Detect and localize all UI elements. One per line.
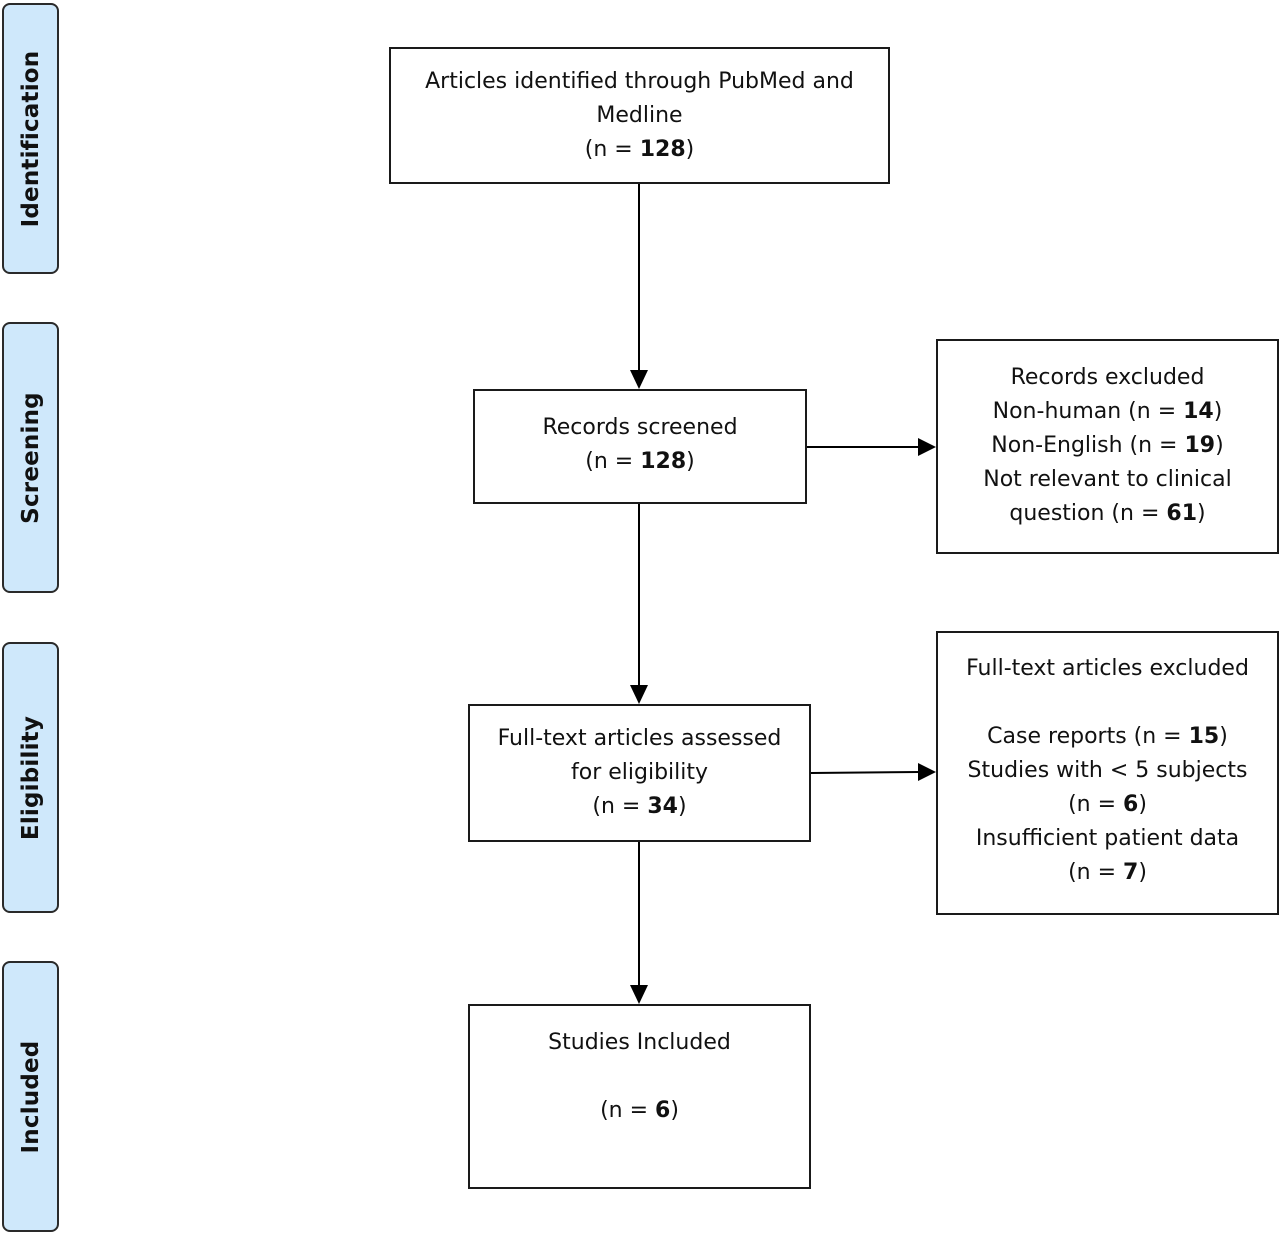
included-count: (n = 6) (600, 1098, 679, 1123)
box-screened: Records screened (n = 128) (473, 389, 807, 504)
included-label: Studies Included (548, 1030, 731, 1055)
insufficient-line1: Insufficient patient data (975, 826, 1240, 851)
screened-label: Records screened (542, 415, 738, 440)
few-subjects-line1: Studies with < 5 subjects (967, 758, 1248, 783)
assessed-line2: for eligibility (570, 760, 709, 785)
non-english-count: Non-English (n = 19) (991, 433, 1224, 458)
identified-count: (n = 128) (584, 137, 695, 162)
case-reports-count: Case reports (n = 15) (987, 724, 1228, 749)
arrow-screened-to-records-excluded (807, 438, 936, 456)
stage-tab-identification: Identification (2, 3, 59, 274)
not-relevant-count: question (n = 61) (1009, 501, 1206, 526)
spacer (938, 686, 1277, 720)
few-subjects-count: (n = 6) (1068, 792, 1147, 817)
box-records-excluded: Records excluded Non-human (n = 14) Non-… (936, 339, 1279, 554)
arrow-identified-to-screened (630, 184, 648, 389)
screened-count: (n = 128) (585, 449, 695, 474)
arrow-assessed-to-included (630, 842, 648, 1004)
records-excluded-title: Records excluded (1010, 365, 1205, 390)
insufficient-count: (n = 7) (1068, 860, 1147, 885)
assessed-line1: Full-text articles assessed (497, 726, 782, 751)
box-fulltext-excluded: Full-text articles excluded Case reports… (936, 631, 1279, 915)
box-identified: Articles identified through PubMed and M… (389, 47, 890, 184)
not-relevant-line1: Not relevant to clinical (983, 467, 1232, 492)
identified-line2: Medline (596, 103, 683, 128)
box-included: Studies Included (n = 6) (468, 1004, 811, 1189)
stage-tab-included: Included (2, 961, 59, 1232)
assessed-count: (n = 34) (592, 794, 687, 819)
arrow-assessed-to-fulltext-excluded (810, 763, 936, 781)
fulltext-excluded-title: Full-text articles excluded (966, 656, 1249, 681)
non-human-count: Non-human (n = 14) (992, 399, 1223, 424)
stage-tab-eligibility: Eligibility (2, 642, 59, 913)
arrow-screened-to-assessed (630, 504, 648, 704)
box-assessed: Full-text articles assessed for eligibil… (468, 704, 811, 842)
spacer (470, 1060, 809, 1094)
identified-line1: Articles identified through PubMed and (425, 69, 854, 94)
stage-tab-screening: Screening (2, 322, 59, 593)
